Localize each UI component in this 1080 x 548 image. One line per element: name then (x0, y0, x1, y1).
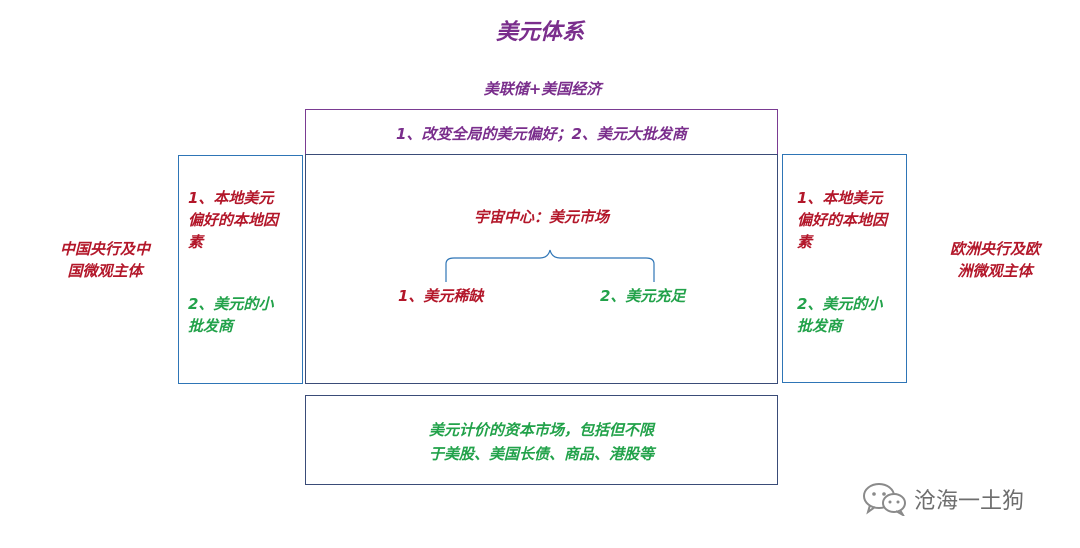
right-box-point1: 1、本地美元 偏好的本地因 素 (797, 189, 888, 251)
top-box-text: 1、改变全局的美元偏好；2、美元大批发商 (396, 125, 687, 143)
bottom-box-text: 美元计价的资本市场，包括但不限 于美股、美国长债、商品、港股等 (428, 421, 654, 463)
wechat-icon (863, 483, 906, 516)
left-outer-label: 中国央行及中 国微观主体 (59, 240, 150, 280)
center-box (305, 154, 778, 384)
watermark: 沧海一土狗 (862, 482, 1024, 516)
right-outer-label: 欧洲央行及欧 洲微观主体 (949, 240, 1040, 280)
top-label: 美联储+美国经济 (483, 80, 602, 98)
branch-ample: 2、美元充足 (600, 287, 686, 305)
right-box-point2: 2、美元的小 批发商 (797, 295, 883, 335)
bottom-box (305, 395, 778, 485)
right-box (782, 154, 907, 383)
left-box-point1: 1、本地美元 偏好的本地因 素 (188, 189, 279, 251)
left-box-point2: 2、美元的小 批发商 (188, 295, 274, 335)
center-title: 宇宙中心：美元市场 (473, 208, 609, 226)
left-box (178, 155, 303, 384)
branch-scarce: 1、美元稀缺 (398, 287, 484, 305)
watermark-text: 沧海一土狗 (914, 489, 1025, 514)
diagram-title: 美元体系 (495, 20, 584, 45)
brace-connector (445, 249, 655, 282)
